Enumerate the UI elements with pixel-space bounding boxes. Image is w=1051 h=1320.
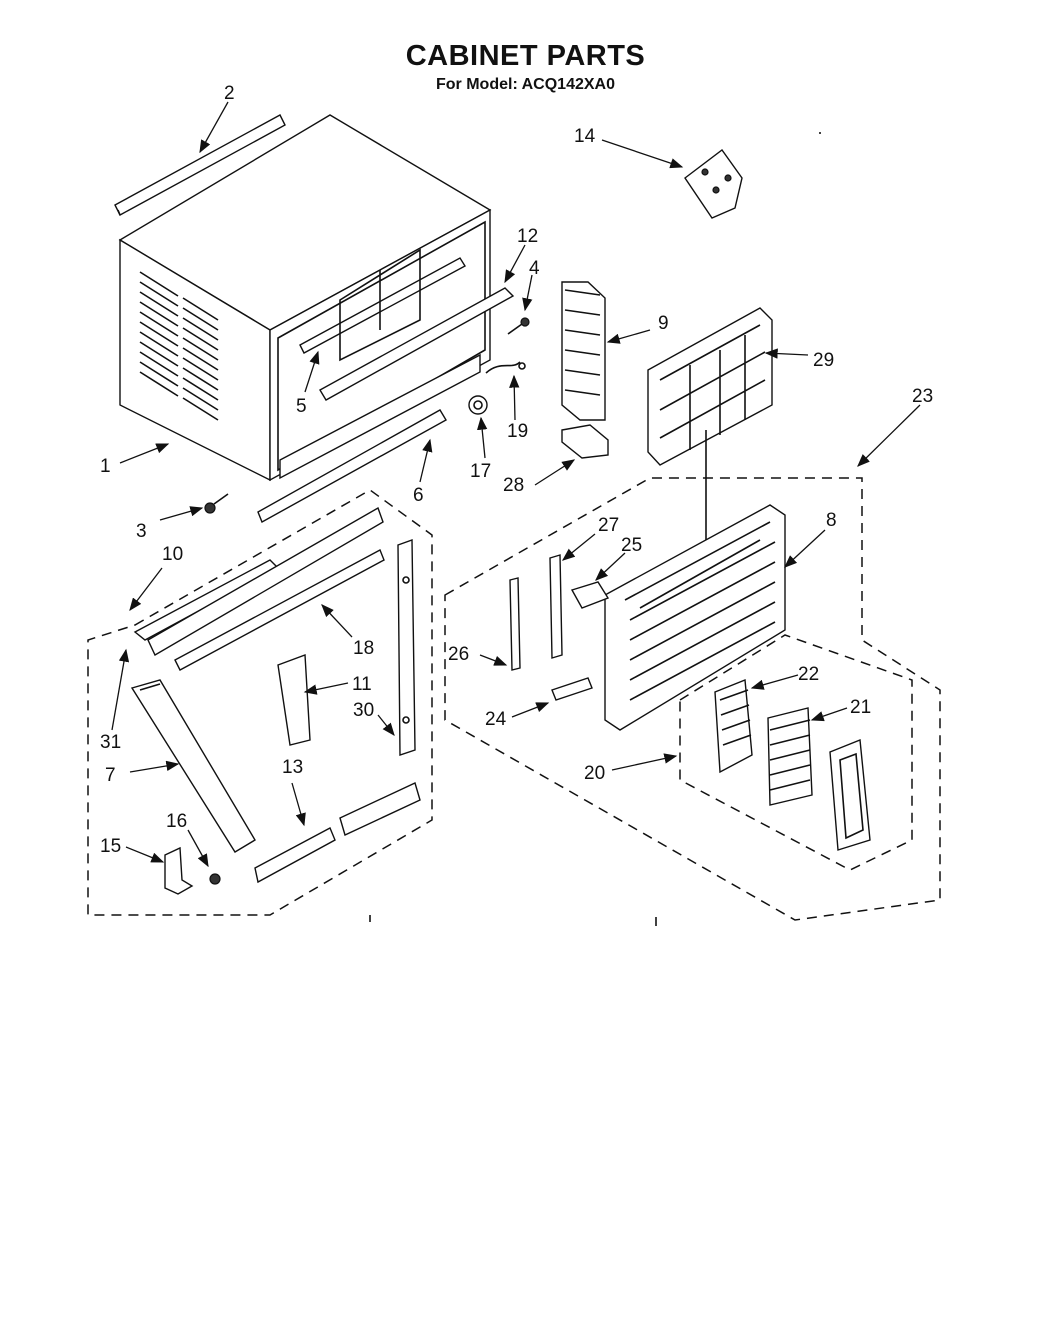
callout-4: 4 <box>529 258 540 279</box>
louver-frame-part-20 <box>829 739 871 851</box>
callout-5: 5 <box>296 396 307 417</box>
callout-6: 6 <box>413 485 424 506</box>
rail-part-12 <box>319 287 515 401</box>
callout-12: 12 <box>517 226 538 247</box>
rail-part-13 <box>254 782 421 884</box>
strip-part-27 <box>549 554 563 659</box>
callout-11: 11 <box>352 674 372 695</box>
wire-part-19 <box>485 361 526 374</box>
clip-part-15 <box>164 846 194 895</box>
louver-frame-part-22 <box>714 679 753 774</box>
diagram-title: CABINET PARTS <box>405 40 646 72</box>
screw-part-16 <box>209 873 221 885</box>
cabinet-shell-part <box>118 114 492 482</box>
louver-part-21 <box>767 707 813 806</box>
top-rail-part <box>114 114 286 216</box>
callout-16: 16 <box>166 811 187 832</box>
callout-31: 31 <box>100 732 121 753</box>
filter-part-9 <box>561 281 606 421</box>
callout-25: 25 <box>621 535 642 556</box>
arm-part-7 <box>130 679 256 853</box>
callout-19: 19 <box>507 421 528 442</box>
callout-26: 26 <box>448 644 469 665</box>
callout-17: 17 <box>470 461 491 482</box>
group-boundary-inner <box>679 634 913 871</box>
callout-14: 14 <box>574 126 596 147</box>
grille-part-29 <box>647 307 773 466</box>
pad-part-25 <box>570 581 610 609</box>
callout-27: 27 <box>598 515 619 536</box>
callout-23: 23 <box>912 386 933 407</box>
bracket-part-11 <box>277 654 311 746</box>
seal-part-24 <box>551 677 593 701</box>
callout-28: 28 <box>503 475 524 496</box>
callout-22: 22 <box>798 664 819 685</box>
callout-9: 9 <box>658 313 669 334</box>
callout-7: 7 <box>105 765 116 786</box>
callout-21: 21 <box>850 697 871 718</box>
callout-1: 1 <box>100 456 111 477</box>
front-panel-part-8 <box>604 504 786 731</box>
callout-20: 20 <box>584 763 605 784</box>
group-boundary-right <box>444 477 941 921</box>
strip-part-26 <box>509 577 521 671</box>
callout-29: 29 <box>813 350 834 371</box>
leader-lines <box>111 101 921 868</box>
post-part-30 <box>397 539 416 756</box>
callout-30: 30 <box>353 700 374 721</box>
callout-24: 24 <box>485 709 507 730</box>
callout-8: 8 <box>826 510 837 531</box>
screw-part-3 <box>204 493 229 514</box>
callout-2: 2 <box>224 83 235 104</box>
model-subtitle: For Model: ACQ142XA0 <box>436 76 615 93</box>
screw-part-4 <box>507 317 530 335</box>
callout-3: 3 <box>136 521 147 542</box>
channel-part-10 <box>147 506 384 656</box>
group-boundary-left <box>87 489 433 916</box>
callout-10: 10 <box>162 544 183 565</box>
bracket-part-14 <box>684 149 743 219</box>
nut-part-17 <box>468 395 488 415</box>
block-part-28 <box>561 424 609 459</box>
callout-18: 18 <box>353 638 374 659</box>
callout-13: 13 <box>282 757 303 778</box>
callout-15: 15 <box>100 836 121 857</box>
channel-part-18 <box>174 549 385 671</box>
callout-labels: 1 2 3 4 5 6 7 8 9 10 11 12 13 14 15 16 1… <box>100 83 933 857</box>
rail-part-6 <box>257 409 447 523</box>
